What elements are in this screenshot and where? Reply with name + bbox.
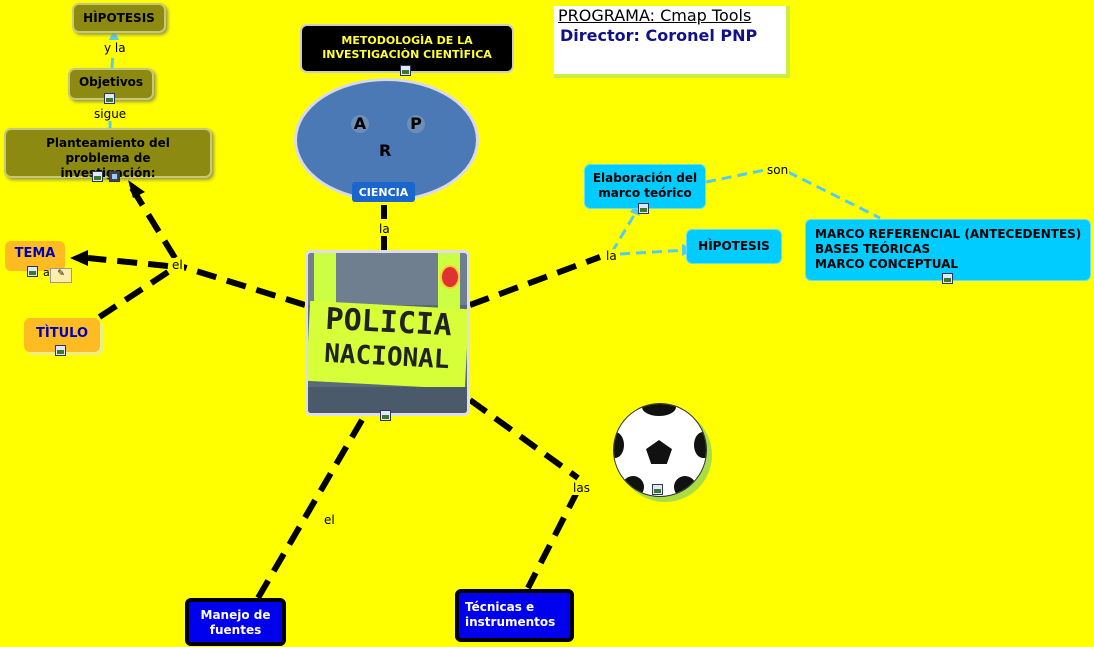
node-tema-label: TEMA: [14, 246, 56, 261]
soccer-ball-image[interactable]: [613, 403, 707, 497]
police-vest-image[interactable]: POLICIA NACIONAL: [305, 250, 470, 416]
ball-patch-right: [694, 432, 706, 458]
image-resource-icon[interactable]: [380, 410, 391, 421]
face-image: A P R: [294, 78, 479, 202]
vest-bottom: [308, 387, 467, 413]
link-el-titulo: [96, 269, 170, 321]
label-el-left: el: [171, 258, 184, 272]
director-title: Director: Coronel PNP: [560, 26, 758, 45]
node-metodologia-label: METODOLOGÌA DE LA INVESTIGACIÒN CIENTÌFI…: [322, 34, 492, 61]
node-hipotesis-right[interactable]: HÌPOTESIS: [686, 229, 782, 264]
link-center-el: [179, 263, 306, 308]
marco-line-3: MARCO CONCEPTUAL: [815, 257, 958, 271]
label-son: son: [766, 163, 790, 177]
ball-patch-left: [614, 432, 624, 458]
node-hipotesis-right-label: HÌPOTESIS: [698, 239, 770, 253]
link-center-las: [468, 397, 580, 481]
node-metodologia[interactable]: METODOLOGÌA DE LA INVESTIGACIÒN CIENTÌFI…: [300, 24, 514, 73]
video-resource-icon[interactable]: [109, 171, 120, 182]
image-resource-icon[interactable]: [400, 65, 411, 76]
node-elaboracion[interactable]: Elaboración del marco teórico: [584, 164, 706, 209]
node-planteamiento-label: Planteamiento del problema de investigac…: [46, 136, 170, 180]
label-la-top: la: [378, 222, 391, 236]
node-objetivos-label: Objetivos: [78, 75, 144, 89]
link-las-tecnicas: [525, 488, 581, 590]
arrow-to-tema: [70, 250, 88, 266]
face-letter-r: R: [379, 141, 392, 160]
program-title: PROGRAMA: Cmap Tools: [558, 6, 752, 25]
label-las: las: [572, 481, 591, 495]
label-y-la: y la: [103, 41, 127, 55]
program-header: PROGRAMA: Cmap Tools Director: Coronel P…: [554, 6, 790, 78]
arrow-to-elaboracion: [630, 204, 640, 216]
image-resource-icon[interactable]: [27, 266, 38, 277]
image-resource-icon[interactable]: [92, 171, 103, 182]
face-letter-a: A: [351, 115, 369, 133]
ball-patch-center: [646, 440, 672, 464]
note-resource-icon[interactable]: ✎: [50, 268, 72, 283]
arrow-to-hipotesis-top: [109, 30, 119, 40]
node-ciencia-label: CIENCIA: [358, 186, 409, 199]
vest-badge: [440, 265, 460, 289]
node-elaboracion-label: Elaboración del marco teórico: [592, 171, 698, 200]
image-resource-icon[interactable]: [638, 203, 649, 214]
label-la-right: la: [605, 249, 618, 263]
ball-patch-bottom-left: [622, 476, 644, 496]
link-elaboracion-son: [705, 168, 766, 184]
label-sigue: sigue: [93, 107, 128, 121]
link-center-la: [468, 254, 602, 308]
link-center-el-bottom: [255, 418, 365, 600]
link-son-marco: [787, 170, 881, 220]
node-manejo-label: Manejo de fuentes: [200, 608, 271, 637]
label-el-bottom: el: [323, 513, 336, 527]
node-ciencia[interactable]: CIENCIA: [352, 182, 415, 202]
node-manejo[interactable]: Manejo de fuentes: [185, 598, 286, 646]
label-a: a: [43, 266, 50, 279]
image-resource-icon[interactable]: [652, 484, 663, 495]
node-tecnicas-label: Técnicas e instrumentos: [465, 600, 556, 629]
marco-line-2: BASES TEÓRICAS: [815, 242, 931, 256]
face-letter-p: P: [407, 115, 425, 133]
image-resource-icon[interactable]: [55, 345, 66, 356]
arrow-to-planteamiento: [128, 180, 145, 198]
ball-patch-bottom-right: [674, 476, 696, 496]
node-titulo-label: TÌTULO: [36, 326, 88, 341]
node-planteamiento[interactable]: Planteamiento del problema de investigac…: [4, 128, 212, 180]
node-hipotesis-top-label: HÌPOTESIS: [83, 11, 155, 25]
marco-line-1: MARCO REFERENCIAL (ANTECEDENTES): [815, 227, 1082, 241]
image-resource-icon[interactable]: [942, 273, 953, 284]
vest-strap-left: [314, 253, 336, 313]
link-la-hipotesis: [619, 248, 689, 256]
ball-patch-top: [642, 404, 676, 416]
node-hipotesis-top[interactable]: HÌPOTESIS: [72, 3, 166, 33]
link-el-tema: [87, 255, 169, 269]
node-marco[interactable]: MARCO REFERENCIAL (ANTECEDENTES) BASES T…: [805, 219, 1091, 281]
link-el-planteamiento: [129, 186, 178, 260]
vest-band: POLICIA NACIONAL: [308, 300, 467, 390]
link-la-elaboracion: [610, 211, 638, 253]
node-tecnicas[interactable]: Técnicas e instrumentos: [455, 589, 574, 642]
image-resource-icon[interactable]: [104, 93, 115, 104]
